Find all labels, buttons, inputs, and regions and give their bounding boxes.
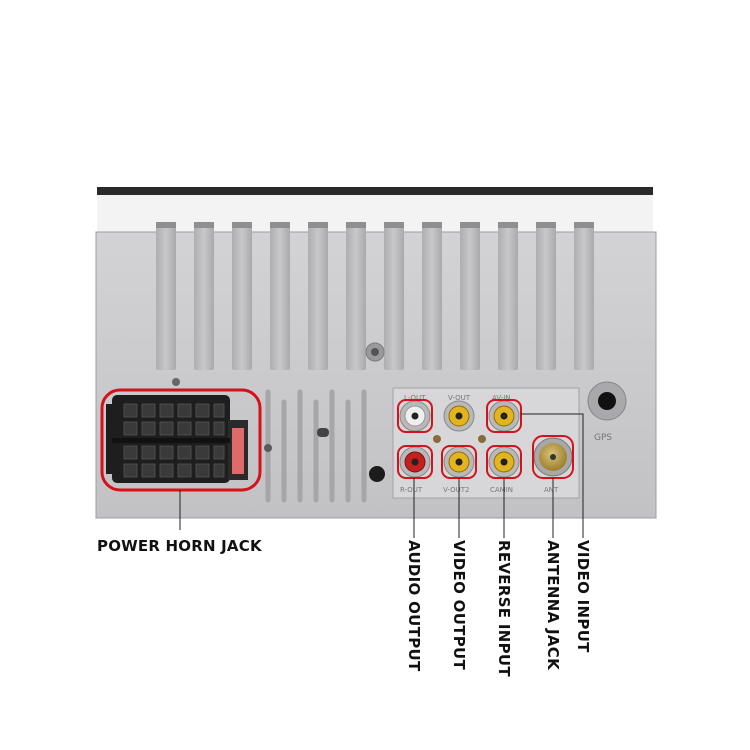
unit-top-edge: [97, 187, 653, 197]
screw-left: [172, 378, 180, 386]
rca-v-out2: [443, 446, 475, 478]
label-power-horn-jack: POWER HORN JACK: [97, 537, 262, 555]
vent-slots: [265, 389, 367, 503]
marking-v-out: V-OUT: [448, 394, 471, 402]
power-connector: [106, 395, 248, 483]
marking-ant: ANT: [544, 486, 559, 494]
highlight-l-out: [397, 399, 433, 433]
heatsink-fins: [156, 222, 594, 370]
rca-l-out: [399, 400, 431, 432]
vent-oval: [317, 428, 329, 437]
marking-l-out: L-OUT: [404, 394, 426, 402]
rca-camin: [488, 446, 520, 478]
panel-screw-2: [478, 435, 486, 443]
highlight-power-jack: [100, 388, 262, 492]
label-reverse-input: REVERSE INPUT: [495, 540, 513, 677]
rca-av-in: [488, 400, 520, 432]
marking-v-out2: V-OUT2: [443, 486, 469, 494]
rca-r-out: [399, 446, 431, 478]
label-video-output: VIDEO OUTPUT: [450, 540, 468, 671]
marking-r-out: R-OUT: [400, 486, 423, 494]
label-audio-output: AUDIO OUTPUT: [405, 540, 423, 672]
marking-camin: CAMIN: [490, 486, 513, 494]
label-video-input: VIDEO INPUT: [574, 540, 592, 653]
label-antenna-jack: ANTENNA JACK: [544, 540, 562, 671]
unit-top-face: [97, 195, 653, 233]
marking-av-in: AV-IN: [492, 394, 511, 402]
panel-screw-1: [433, 435, 441, 443]
rca-v-out: [443, 400, 475, 432]
leader-lines: [179, 413, 584, 538]
screw-hole-lower: [369, 466, 385, 482]
screw-small-mid: [264, 444, 272, 452]
highlight-av-in: [486, 399, 522, 433]
gps-port: [587, 381, 627, 421]
antenna-jack-socket: [533, 437, 573, 477]
heatsink-fin-caps: [156, 222, 594, 228]
highlight-r-out: [397, 445, 433, 479]
marking-gps: GPS: [594, 433, 612, 443]
